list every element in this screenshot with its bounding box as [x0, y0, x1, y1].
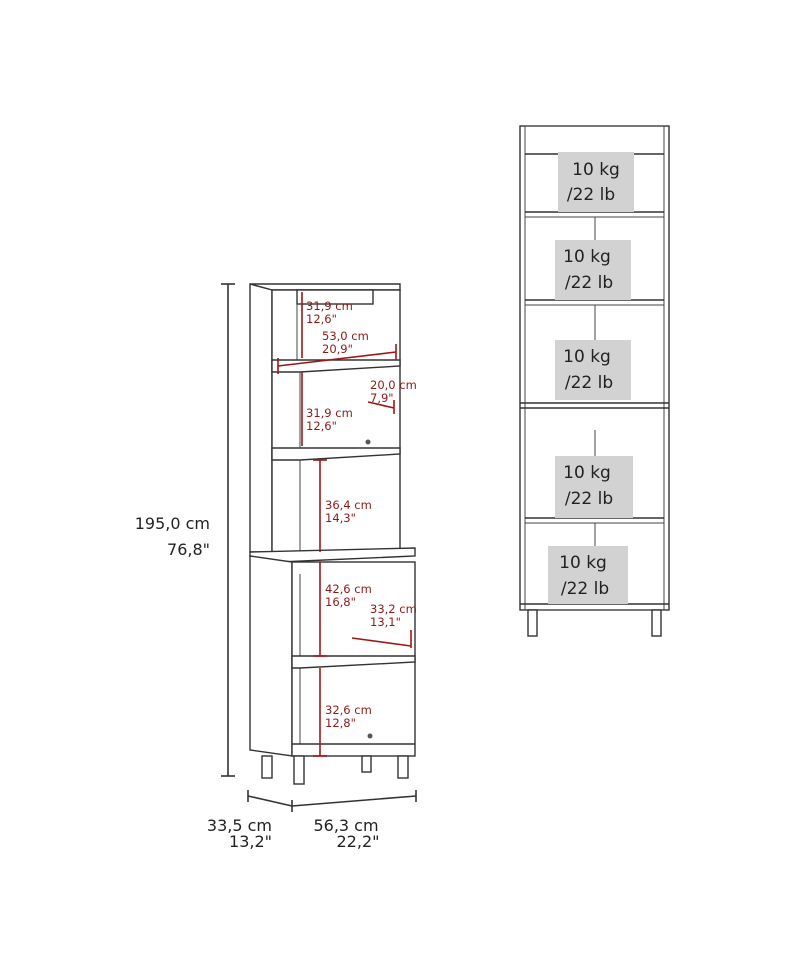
base-shelf	[291, 655, 416, 669]
front-leg-left	[527, 609, 538, 637]
weight-badge-1: 10 kg /22 lb	[558, 152, 634, 212]
lower-height-cm: 42,6 cm	[325, 582, 372, 596]
mid-depth-cm: 20,0 cm	[370, 378, 417, 392]
hutch-shelf-2	[271, 447, 401, 461]
depth-in-label: 13,2"	[229, 832, 272, 851]
weight-box	[555, 340, 631, 400]
weight-lb: /22 lb	[561, 579, 609, 599]
weight-capacity-drawing: 10 kg /22 lb 10 kg /22 lb 10 kg /22 lb 1…	[519, 125, 670, 637]
inner-width-line	[277, 351, 397, 367]
top-shelf-height-in: 12,6"	[306, 312, 337, 326]
weight-lb: /22 lb	[565, 273, 613, 293]
width-dimension-line	[291, 795, 417, 807]
leg-front-right	[397, 755, 409, 779]
leg-front-left	[293, 755, 305, 785]
weight-lb: /22 lb	[565, 489, 613, 509]
weight-badge-3: 10 kg /22 lb	[555, 340, 631, 400]
leg-rear-left	[261, 755, 273, 779]
base-side-panel	[249, 555, 293, 757]
height-cm-label: 195,0 cm	[135, 514, 210, 533]
width-cm-label: 56,3 cm	[313, 816, 378, 835]
weight-kg: 10 kg	[563, 463, 611, 483]
mid-depth-line	[367, 401, 395, 409]
shelf-pin-icon	[365, 439, 371, 445]
front-leg-right	[651, 609, 662, 637]
leg-rear-right	[361, 755, 372, 773]
weight-lb: /22 lb	[565, 373, 613, 393]
lower-depth-cm: 33,2 cm	[370, 602, 417, 616]
bottom-height-cm: 32,6 cm	[325, 703, 372, 717]
bottom-height-in: 12,8"	[325, 716, 356, 730]
depth-cm-label: 33,5 cm	[207, 816, 272, 835]
weight-box	[548, 546, 628, 604]
hutch-top-panel	[249, 283, 401, 291]
hutch-front-frame	[271, 289, 401, 553]
weight-badge-4: 10 kg /22 lb	[555, 456, 633, 518]
mid-shelf-height-cm: 31,9 cm	[306, 406, 353, 420]
inner-width-cm: 53,0 cm	[322, 329, 369, 343]
weight-lb: /22 lb	[567, 185, 615, 205]
hutch-top-back	[296, 289, 374, 305]
mid-shelf-height-in: 12,6"	[306, 419, 337, 433]
width-in-label: 22,2"	[337, 832, 380, 851]
weight-badge-5: 10 kg /22 lb	[548, 546, 628, 604]
weight-box	[555, 240, 631, 300]
open-height-in: 14,3"	[325, 511, 356, 525]
open-height-cm: 36,4 cm	[325, 498, 372, 512]
lower-depth-line	[351, 637, 412, 647]
weight-kg: 10 kg	[572, 160, 620, 180]
dimension-drawing: 195,0 cm 76,8" 33,5 cm	[135, 283, 417, 851]
top-shelf-height-cm: 31,9 cm	[306, 299, 353, 313]
weight-badge-2: 10 kg /22 lb	[555, 240, 631, 300]
weight-kg: 10 kg	[559, 553, 607, 573]
weight-kg: 10 kg	[563, 247, 611, 267]
lower-height-in: 16,8"	[325, 595, 356, 609]
lower-depth-in: 13,1"	[370, 615, 401, 629]
depth-dimension-line	[247, 795, 293, 807]
base-pin-icon	[367, 733, 373, 739]
weight-box	[555, 456, 633, 518]
front-view-inner-frame	[524, 125, 665, 611]
height-in-label: 76,8"	[167, 540, 210, 559]
weight-box	[558, 152, 634, 212]
weight-kg: 10 kg	[563, 347, 611, 367]
inner-width-in: 20,9"	[322, 342, 353, 356]
mid-depth-in: 7,9"	[370, 391, 394, 405]
hutch-side-panel	[249, 283, 273, 553]
